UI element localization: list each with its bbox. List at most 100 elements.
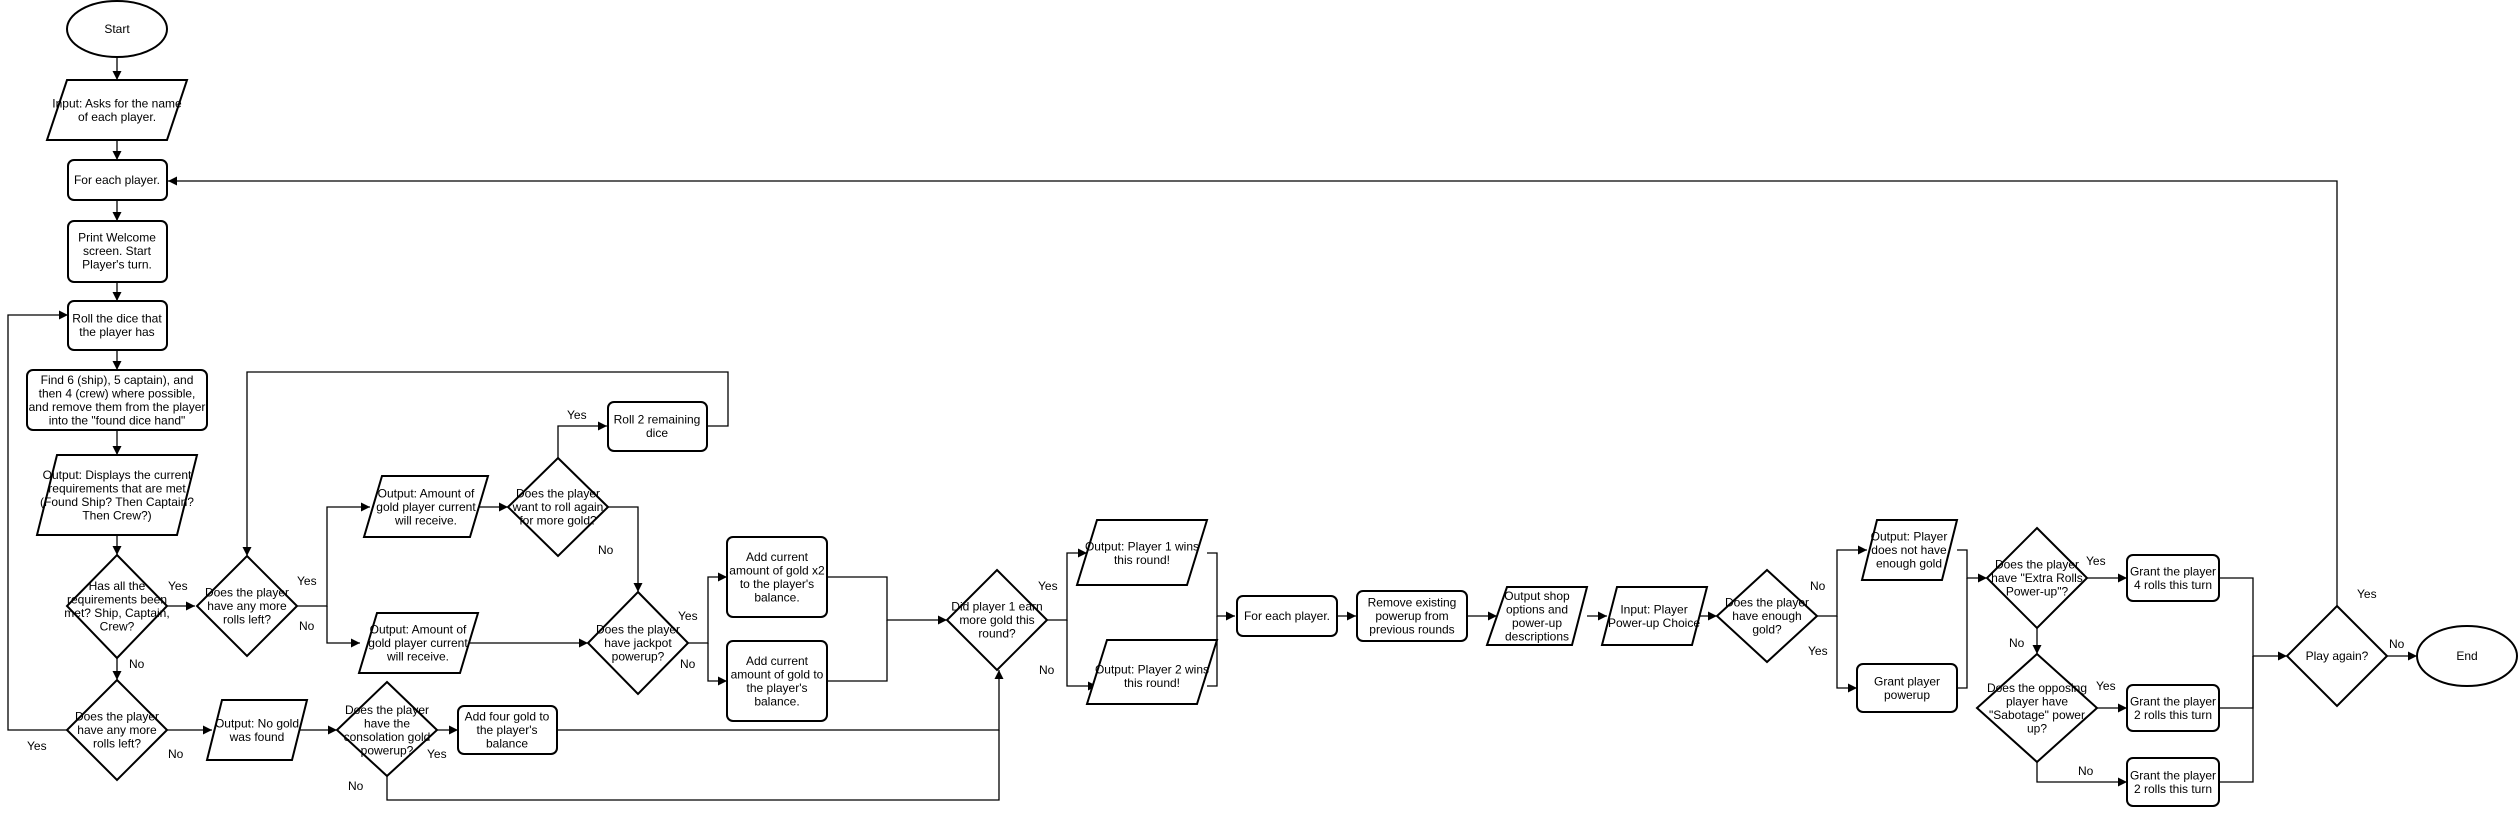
edge-jackpot-addx2: [688, 572, 727, 644]
edge-sabotage-grant2b: [2036, 758, 2127, 787]
label-yes-sabotage: Yes: [2096, 679, 2116, 693]
label-yes-extra: Yes: [2086, 554, 2106, 568]
edge-roll2-rolls1-loop: [242, 371, 729, 556]
label-yes-rolls2: Yes: [27, 739, 47, 753]
edge-p1more-p2wins: [1066, 620, 1097, 691]
label-yes-hasall: Yes: [168, 579, 188, 593]
edge-enough-grant: [1836, 616, 1857, 693]
edge-addx2-p1more: [827, 576, 947, 625]
edge-p1wins-foreach2: [1207, 552, 1235, 621]
node-for-each-player-1-label: For each player.: [74, 173, 160, 187]
edge-grant-extra: [1957, 578, 1968, 689]
edge-jackpot-addcur: [707, 643, 727, 686]
edge-notenough-extra: [1957, 549, 1987, 583]
label-no-jackpot: No: [680, 657, 696, 671]
edge-grant2a-playagain: [2219, 656, 2254, 709]
edge-enough-notenough: [1817, 545, 1867, 617]
edge-rolls1-out2: [326, 606, 360, 648]
label-yes-jackpot: Yes: [678, 609, 698, 623]
edge-rolls2-roll-loop: [7, 310, 68, 731]
label-yes-playagain: Yes: [2357, 587, 2377, 601]
node-play-again-label: Play again?: [2306, 649, 2369, 663]
edge-consolation-no-p1more: [386, 730, 1000, 801]
label-yes-rollagain: Yes: [567, 408, 587, 422]
label-no-rollagain: No: [598, 543, 614, 557]
label-no-rolls2: No: [168, 747, 184, 761]
node-start-label: Start: [104, 22, 130, 36]
node-start: Start: [66, 0, 168, 58]
label-no-hasall: No: [129, 657, 145, 671]
edge-p1more-p1wins: [1047, 548, 1087, 621]
edge-grant4-playagain: [2219, 577, 2287, 661]
label-no-extra: No: [2009, 636, 2025, 650]
edge-addcur-p1more: [827, 620, 888, 682]
node-play-again-question: Play again?: [2285, 604, 2389, 708]
label-yes-p1more: Yes: [1038, 579, 1058, 593]
label-no-consolation: No: [348, 779, 364, 793]
edge-rollagain-roll2: [557, 421, 607, 458]
label-yes-rolls1: Yes: [297, 574, 317, 588]
node-end: End: [2416, 625, 2518, 687]
label-no-enough: No: [1810, 579, 1826, 593]
node-end-label: End: [2456, 649, 2477, 663]
edge-rollagain-jackpot: [608, 506, 643, 592]
edge-playagain-foreach-loop: [168, 176, 2338, 606]
label-yes-consolation: Yes: [427, 747, 447, 761]
label-no-sabotage: No: [2078, 764, 2094, 778]
